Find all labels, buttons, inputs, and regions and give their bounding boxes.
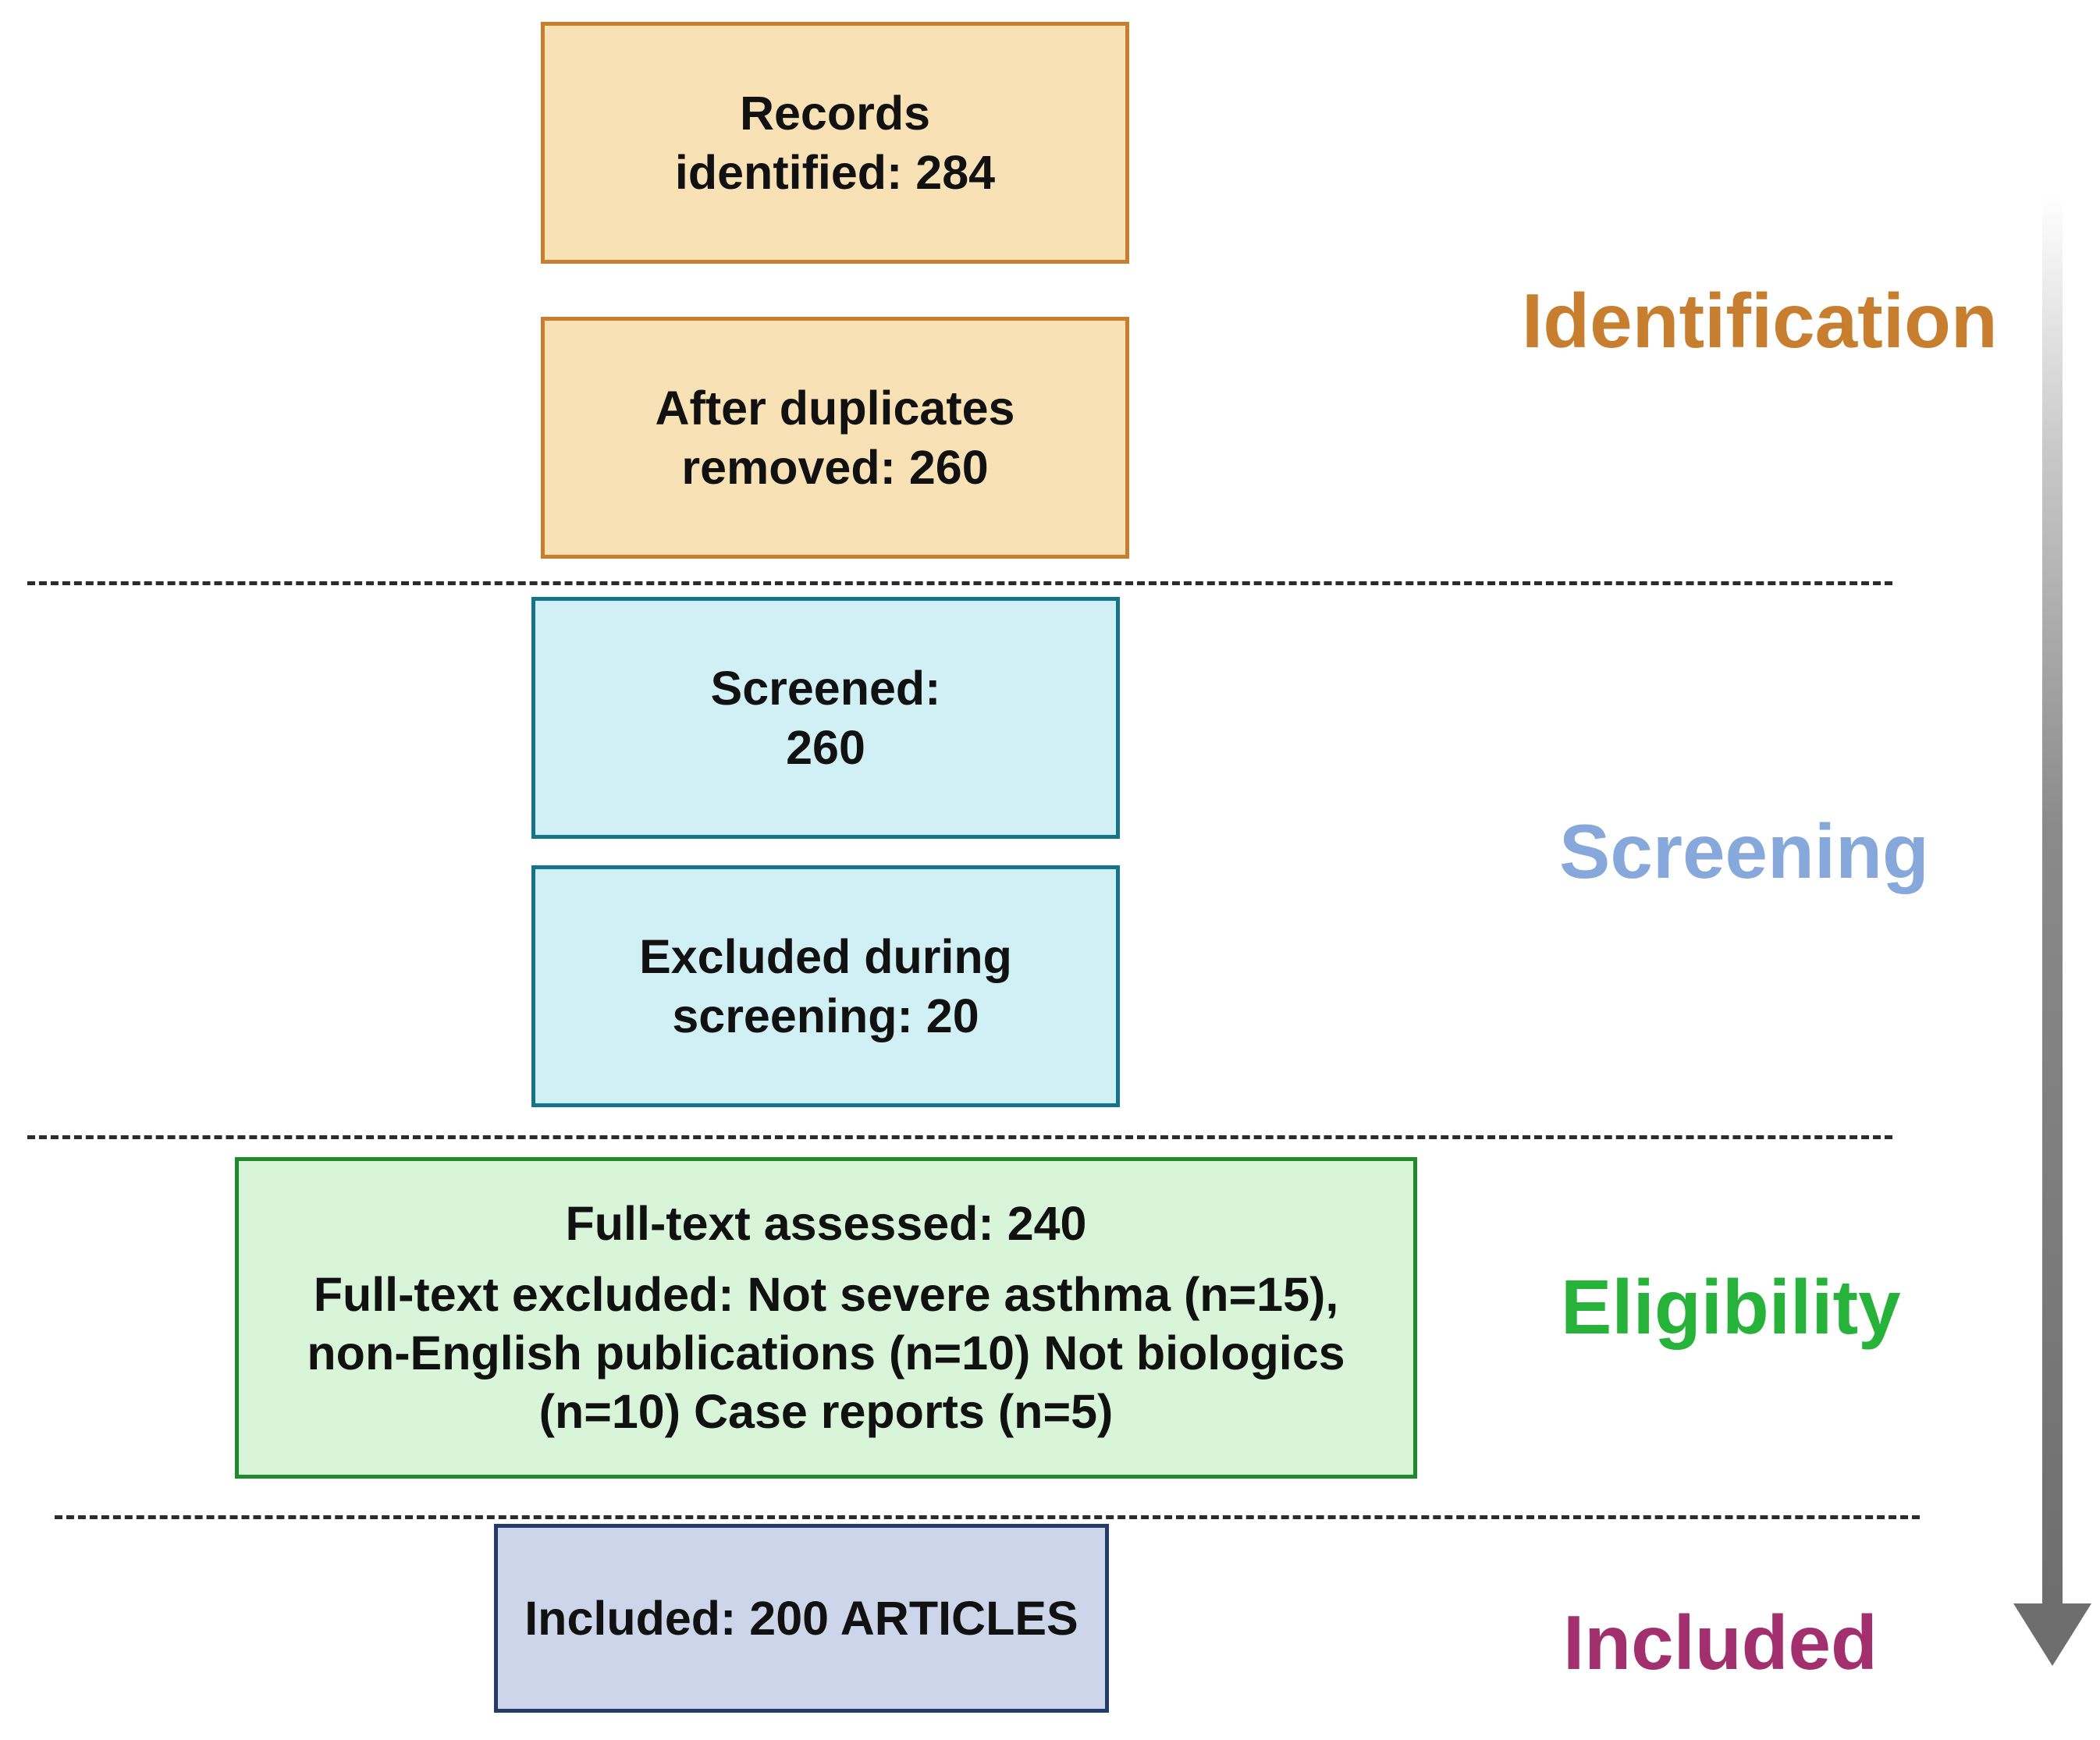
records-identified-box: Records identified: 284 <box>541 22 1129 264</box>
arrow-shaft <box>2042 195 2063 1603</box>
divider-eligibility-included <box>55 1515 1920 1519</box>
records-identified-line-1: Records <box>739 87 931 140</box>
records-identified-line-2: identified: 284 <box>674 146 996 199</box>
full-text-box: Full-text assessed: 240 Full-text exclud… <box>235 1157 1417 1479</box>
stage-label-screening: Screening <box>1559 808 1929 894</box>
excluded-screening-line-2: screening: 20 <box>672 989 979 1042</box>
after-duplicates-box: After duplicates removed: 260 <box>541 317 1129 559</box>
after-duplicates-line-2: removed: 260 <box>681 441 989 494</box>
screened-line-2: 260 <box>786 721 865 774</box>
full-text-excluded-line-3: (n=10) Case reports (n=5) <box>538 1385 1114 1438</box>
screened-line-1: Screened: <box>710 662 941 715</box>
stage-label-included: Included <box>1563 1600 1878 1685</box>
included-label: Included: 200 ARTICLES <box>524 1592 1078 1645</box>
stage-label-eligibility: Eligibility <box>1561 1264 1901 1350</box>
downward-gradient-arrow-icon <box>2013 195 2091 1666</box>
full-text-excluded-line-2: non-English publications (n=10) Not biol… <box>307 1326 1345 1380</box>
full-text-excluded-line-1: Full-text excluded: Not severe asthma (n… <box>313 1268 1339 1321</box>
stage-label-identification: Identification <box>1522 278 1998 364</box>
excluded-screening-line-1: Excluded during <box>639 930 1012 983</box>
excluded-screening-box: Excluded during screening: 20 <box>531 865 1120 1107</box>
divider-screening-eligibility <box>27 1135 1892 1139</box>
arrow-head <box>2013 1603 2091 1666</box>
full-text-assessed: Full-text assessed: 240 <box>565 1197 1087 1250</box>
after-duplicates-line-1: After duplicates <box>655 382 1015 435</box>
screened-box: Screened: 260 <box>531 597 1120 839</box>
included-box: Included: 200 ARTICLES <box>494 1524 1109 1713</box>
divider-identification-screening <box>27 581 1892 585</box>
